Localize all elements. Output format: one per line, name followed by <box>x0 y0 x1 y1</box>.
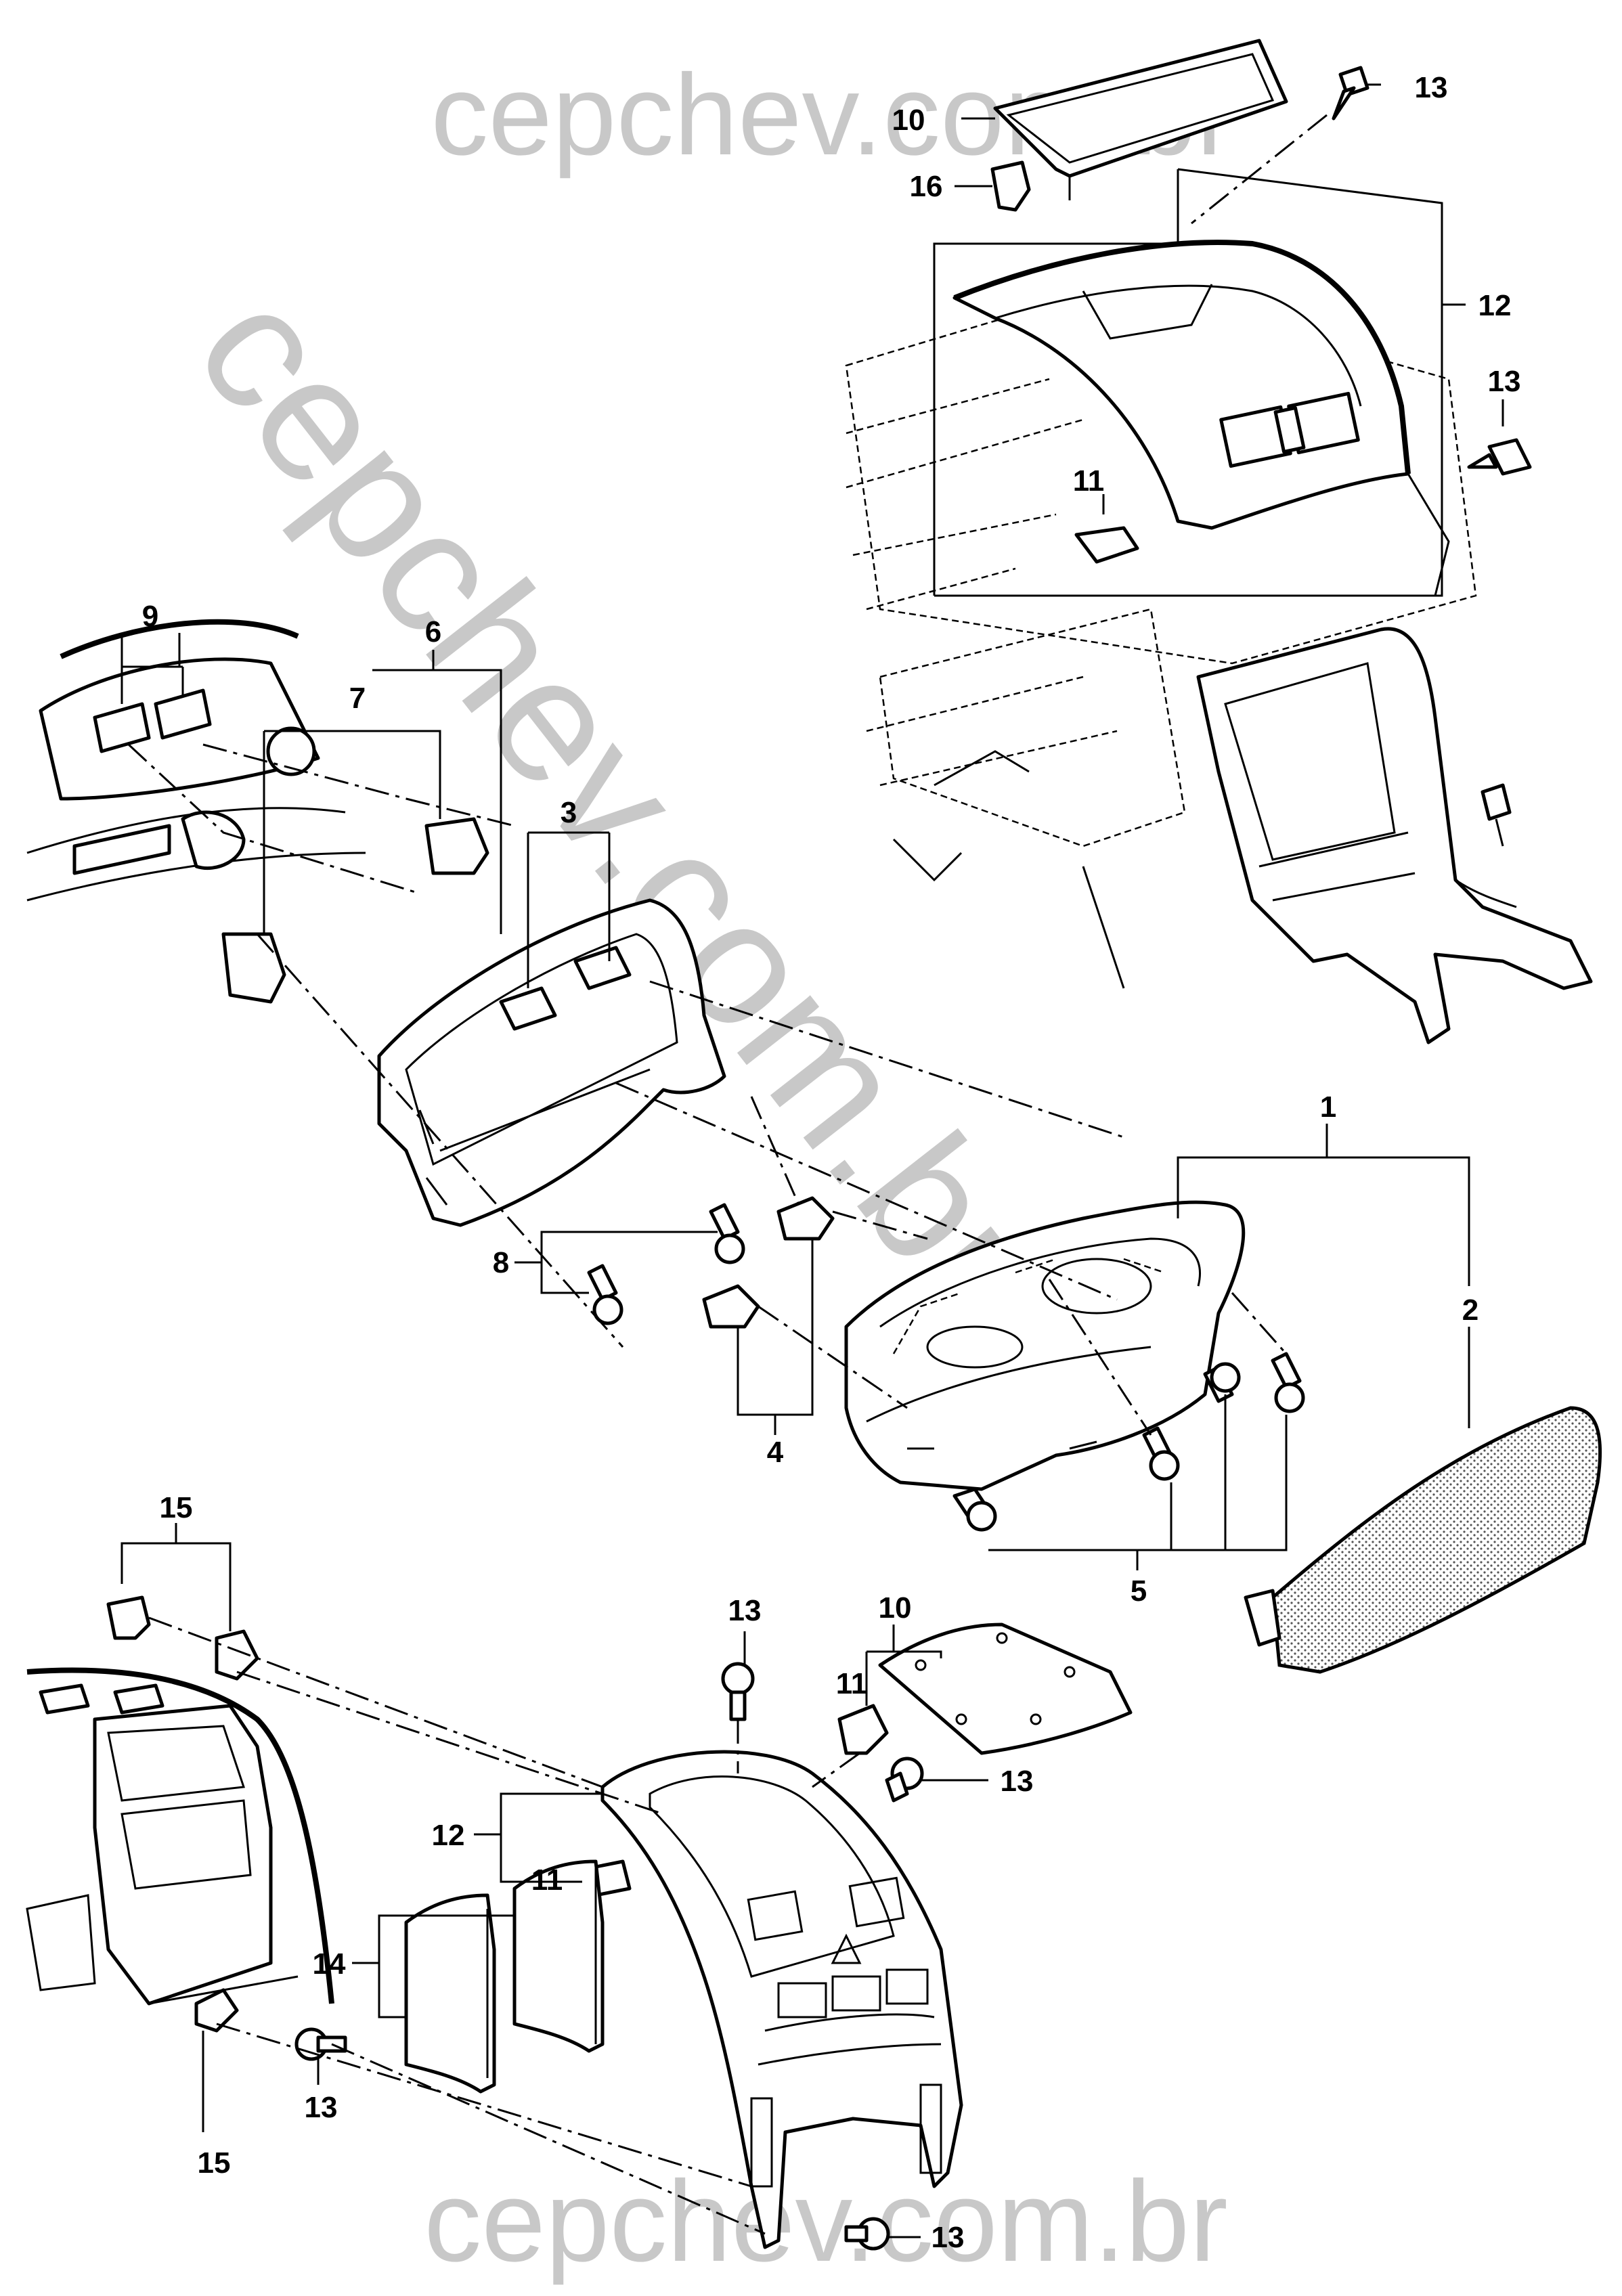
item-10-top-lid <box>993 39 1288 178</box>
watermark-bottom: cepchev.com.br <box>424 2157 1227 2286</box>
item-8-screws <box>587 1203 745 1325</box>
item-4-clips <box>702 1196 835 1329</box>
item-5-screws <box>952 1352 1305 1532</box>
dash-hood <box>26 619 366 902</box>
callout-10-top: 10 <box>892 104 925 137</box>
item-13-screws-bottom <box>294 1662 924 2251</box>
callout-13-bottom: 13 <box>931 2221 965 2254</box>
callout-12-top: 12 <box>1478 289 1512 322</box>
callout-3: 3 <box>561 796 577 829</box>
callout-6: 6 <box>425 615 441 648</box>
callout-13-lower-left: 13 <box>305 2091 338 2124</box>
item-16-clip <box>990 160 1031 212</box>
callout-9: 9 <box>142 600 158 633</box>
callout-2: 2 <box>1462 1294 1478 1327</box>
bracket-1 <box>1177 1124 1470 1286</box>
item-14-panels <box>404 1859 605 2094</box>
cluster-bezel <box>377 898 726 1227</box>
item-15-clips <box>106 1595 259 2033</box>
center-stack-bezel <box>600 1750 963 2249</box>
callout-14: 14 <box>313 1947 346 1981</box>
item-11-clip-bottom-a <box>837 1704 889 1755</box>
callout-4: 4 <box>767 1436 784 1469</box>
item-7-clip <box>424 817 489 875</box>
callout-13-top-right: 13 <box>1415 71 1448 104</box>
center-console <box>1196 627 1593 1044</box>
callout-15-bottom: 15 <box>198 2146 231 2180</box>
item-13-screw-top <box>1332 66 1369 120</box>
bracket-3 <box>527 831 611 988</box>
bracket-14 <box>352 1914 514 2018</box>
item-10-trim-plate <box>878 1622 1133 1755</box>
item-13-screw-right <box>1467 438 1532 476</box>
callout-13-right: 13 <box>1488 365 1521 398</box>
upper-console-cover <box>952 240 1411 530</box>
callout-15-top: 15 <box>160 1491 193 1524</box>
callout-1: 1 <box>1320 1090 1336 1124</box>
item-2-lens <box>1244 1406 1602 1674</box>
callout-13-center: 13 <box>728 1594 762 1627</box>
callout-5: 5 <box>1131 1574 1147 1608</box>
callout-11-bottom: 11 <box>531 1863 563 1897</box>
callout-16: 16 <box>910 170 943 203</box>
instrument-cluster <box>844 1200 1246 1491</box>
callout-7: 7 <box>349 682 366 715</box>
callout-11-mid: 11 <box>836 1667 868 1700</box>
callout-8: 8 <box>493 1246 509 1279</box>
callout-12-bottom: 12 <box>432 1819 465 1852</box>
bracket-12-bottom <box>474 1792 602 1883</box>
hood-clip <box>221 932 286 1004</box>
callout-11-top: 11 <box>1073 464 1105 498</box>
lower-console-surround <box>26 1667 334 2006</box>
callout-13-mid-right: 13 <box>1001 1765 1034 1798</box>
callout-10-bottom: 10 <box>879 1591 912 1625</box>
bracket-12-top <box>933 168 1443 597</box>
item-11-clip-top <box>1074 526 1139 564</box>
